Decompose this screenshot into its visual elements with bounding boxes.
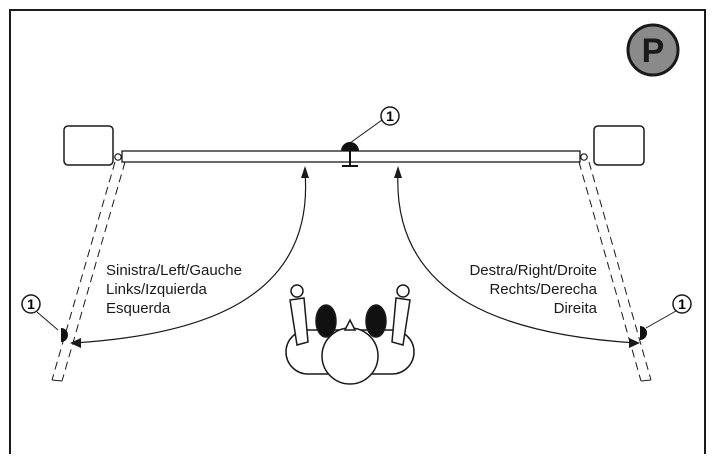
right-label-line-2: Rechts/Derecha [489, 281, 597, 298]
left-hand [290, 284, 304, 298]
person-top-view-icon [285, 284, 415, 385]
left-label-line-2: Links/Izquierda [106, 281, 208, 298]
left-open-leaf [51, 161, 126, 382]
right-marker-circle [672, 294, 692, 314]
right-label-line-1: Destra/Right/Droite [469, 262, 597, 279]
center-marker-number: 1 [386, 108, 394, 124]
left-marker-number: 1 [27, 296, 35, 312]
right-hand [396, 284, 410, 298]
left-pillar [63, 125, 114, 166]
center-sensor [341, 142, 359, 167]
frame-border [9, 9, 706, 454]
right-shoe [365, 304, 387, 338]
center-marker-circle [380, 106, 400, 126]
right-label-line-3: Direita [554, 300, 598, 317]
p-badge-circle [626, 23, 680, 77]
right-swing-arrow [394, 166, 640, 348]
left-direction-label: Sinistra/Left/Gauche Links/Izquierda Esq… [106, 262, 242, 317]
left-hinge [114, 153, 122, 161]
right-pillar [593, 125, 645, 166]
left-arm [289, 297, 309, 346]
left-shoe [315, 304, 337, 338]
left-marker-circle [21, 294, 41, 314]
p-badge-letter: P [642, 32, 665, 70]
left-swing-arrow [70, 166, 309, 348]
right-marker-leader [645, 310, 677, 329]
right-sensor [640, 326, 647, 340]
left-label-line-1: Sinistra/Left/Gauche [106, 262, 242, 279]
right-direction-label: Destra/Right/Droite Rechts/Derecha Direi… [469, 262, 597, 317]
p-badge: P [626, 23, 680, 77]
right-arm [391, 297, 411, 346]
left-label-line-3: Esquerda [106, 300, 171, 317]
right-open-leaf-end [640, 379, 652, 382]
left-sensor [61, 328, 68, 342]
right-hinge [580, 153, 588, 161]
right-marker-number: 1 [678, 296, 686, 312]
center-marker-leader [349, 119, 383, 144]
left-marker-leader [36, 311, 59, 331]
person-nose [343, 318, 357, 331]
left-open-leaf-end [51, 379, 63, 382]
person-head [321, 327, 379, 385]
